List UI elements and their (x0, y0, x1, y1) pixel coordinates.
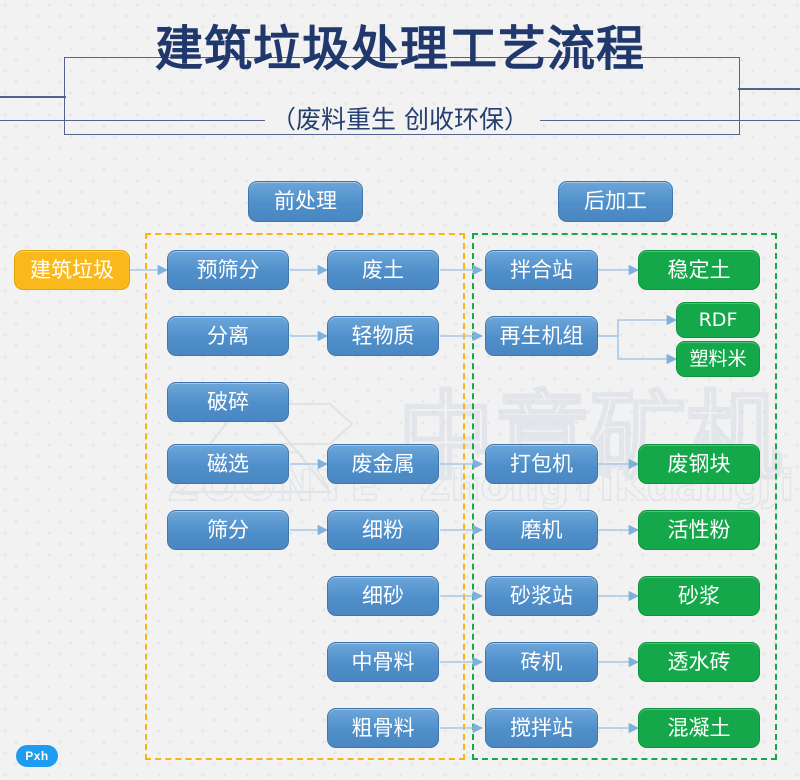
node-separation[interactable]: 分离 (167, 316, 289, 356)
node-mortar[interactable]: 砂浆 (638, 576, 760, 616)
node-brick-machine[interactable]: 砖机 (485, 642, 598, 682)
page-subtitle: （废料重生 创收环保） (0, 100, 800, 140)
node-rdf[interactable]: RDF (676, 302, 760, 338)
node-light-material[interactable]: 轻物质 (327, 316, 439, 356)
node-plastic-pellets[interactable]: 塑料米 (676, 341, 760, 377)
node-grinder[interactable]: 磨机 (485, 510, 598, 550)
node-stabilized-soil[interactable]: 稳定土 (638, 250, 760, 290)
node-waste-metal[interactable]: 废金属 (327, 444, 439, 484)
node-fine-powder[interactable]: 细粉 (327, 510, 439, 550)
node-mortar-station[interactable]: 砂浆站 (485, 576, 598, 616)
node-active-powder[interactable]: 活性粉 (638, 510, 760, 550)
group-header-pretreatment[interactable]: 前处理 (248, 181, 363, 222)
page-title: 建筑垃圾处理工艺流程 (154, 21, 645, 77)
node-scrap-steel[interactable]: 废钢块 (638, 444, 760, 484)
node-concrete[interactable]: 混凝土 (638, 708, 760, 748)
node-input-construction-waste[interactable]: 建筑垃圾 (14, 250, 130, 290)
site-logo-badge: Pxh (16, 745, 58, 767)
node-waste-soil[interactable]: 废土 (327, 250, 439, 290)
page-subtitle-text: （废料重生 创收环保） (265, 105, 535, 134)
node-crushing[interactable]: 破碎 (167, 382, 289, 422)
node-magnetic-separation[interactable]: 磁选 (167, 444, 289, 484)
node-concrete-mixing-station[interactable]: 搅拌站 (485, 708, 598, 748)
title-frame-line-left (0, 96, 66, 98)
title-frame-box (64, 57, 740, 135)
node-mixing-station[interactable]: 拌合站 (485, 250, 598, 290)
node-fine-sand[interactable]: 细砂 (327, 576, 439, 616)
subtitle-rule-left (0, 120, 270, 122)
group-frame-postprocessing (472, 233, 777, 760)
node-pre-screening[interactable]: 预筛分 (167, 250, 289, 290)
node-baler[interactable]: 打包机 (485, 444, 598, 484)
node-coarse-aggregate[interactable]: 粗骨料 (327, 708, 439, 748)
node-permeable-brick[interactable]: 透水砖 (638, 642, 760, 682)
group-frame-pretreatment (145, 233, 465, 760)
title-frame-line-right (738, 88, 800, 90)
subtitle-rule-right (540, 120, 800, 122)
node-recycling-unit[interactable]: 再生机组 (485, 316, 598, 356)
node-medium-aggregate[interactable]: 中骨料 (327, 642, 439, 682)
group-header-postprocessing[interactable]: 后加工 (558, 181, 673, 222)
node-sieving[interactable]: 筛分 (167, 510, 289, 550)
header-banner: 建筑垃圾处理工艺流程 （废料重生 创收环保） (0, 0, 800, 160)
